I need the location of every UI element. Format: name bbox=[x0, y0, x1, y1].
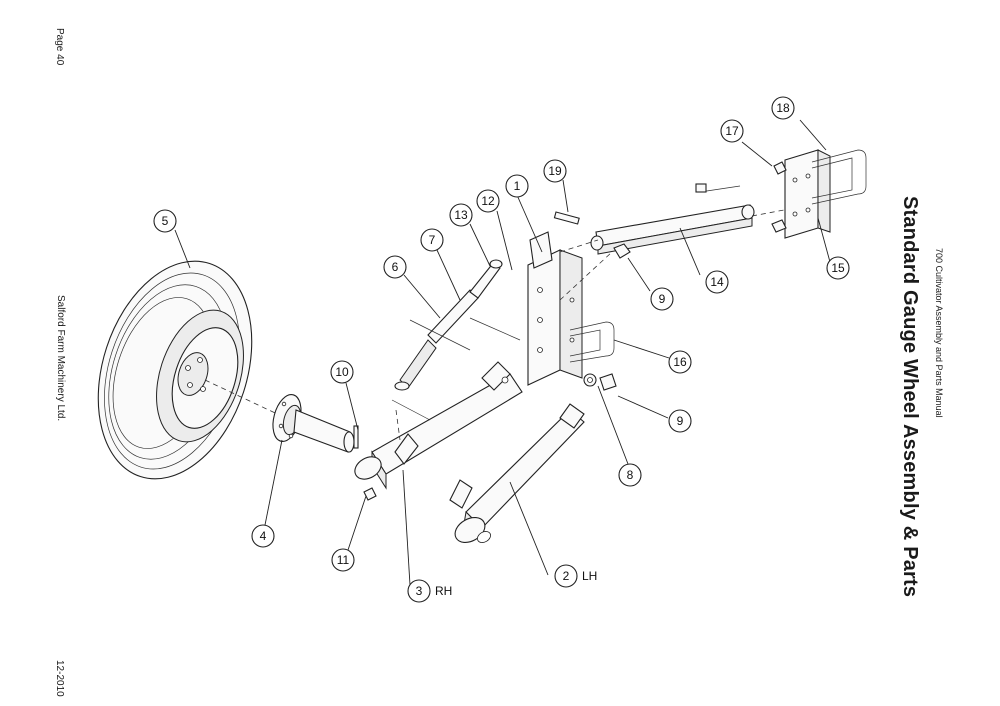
callout-7: 7 bbox=[420, 228, 444, 252]
u-bolt-upper bbox=[811, 149, 867, 205]
svg-text:5: 5 bbox=[162, 214, 169, 228]
callout-15: 15 bbox=[826, 256, 850, 280]
svg-text:8: 8 bbox=[627, 468, 634, 482]
svg-text:6: 6 bbox=[392, 260, 399, 274]
callout-2: 2 LH bbox=[554, 564, 597, 588]
hardware-fasteners bbox=[353, 161, 787, 501]
callout-16: 16 bbox=[668, 350, 692, 374]
callout-19: 19 bbox=[543, 159, 567, 183]
u-bolt-lower bbox=[569, 321, 615, 363]
svg-text:LH: LH bbox=[582, 569, 597, 583]
clamp-plate bbox=[784, 149, 831, 239]
svg-text:14: 14 bbox=[710, 275, 724, 289]
callout-4: 4 bbox=[251, 524, 275, 548]
callout-17: 17 bbox=[720, 119, 744, 143]
svg-text:1: 1 bbox=[514, 179, 521, 193]
callout-6: 6 bbox=[383, 255, 407, 279]
mounting-bracket bbox=[527, 231, 583, 386]
callout-9-upper: 9 bbox=[650, 287, 674, 311]
svg-text:3: 3 bbox=[416, 584, 423, 598]
callout-13: 13 bbox=[449, 203, 473, 227]
top-link-arm bbox=[590, 183, 755, 255]
callout-14: 14 bbox=[705, 270, 729, 294]
svg-text:2: 2 bbox=[563, 569, 570, 583]
svg-text:4: 4 bbox=[260, 529, 267, 543]
svg-text:16: 16 bbox=[673, 355, 687, 369]
svg-text:RH: RH bbox=[435, 584, 452, 598]
wheel-hub bbox=[272, 394, 355, 453]
callout-11: 11 bbox=[331, 548, 355, 572]
svg-text:13: 13 bbox=[454, 208, 468, 222]
lh-wheel-arm bbox=[449, 403, 585, 543]
svg-text:7: 7 bbox=[429, 233, 436, 247]
callout-9-lower: 9 bbox=[668, 409, 692, 433]
callout-12: 12 bbox=[476, 189, 500, 213]
callout-10: 10 bbox=[330, 360, 354, 384]
svg-text:9: 9 bbox=[677, 414, 684, 428]
svg-text:12: 12 bbox=[481, 194, 495, 208]
svg-text:15: 15 bbox=[831, 261, 845, 275]
svg-text:17: 17 bbox=[725, 124, 739, 138]
callout-5: 5 bbox=[153, 209, 177, 233]
tyre-wheel bbox=[97, 260, 253, 480]
callout-18: 18 bbox=[771, 96, 795, 120]
callout-1: 1 bbox=[505, 174, 529, 198]
svg-text:18: 18 bbox=[776, 101, 790, 115]
callout-8: 8 bbox=[618, 463, 642, 487]
svg-text:9: 9 bbox=[659, 292, 666, 306]
svg-text:19: 19 bbox=[548, 164, 562, 178]
rh-wheel-arm bbox=[354, 361, 523, 490]
svg-text:11: 11 bbox=[337, 553, 350, 567]
turnbuckle-assembly bbox=[391, 259, 521, 421]
callout-3: 3 RH bbox=[407, 579, 452, 603]
svg-text:10: 10 bbox=[335, 365, 349, 379]
